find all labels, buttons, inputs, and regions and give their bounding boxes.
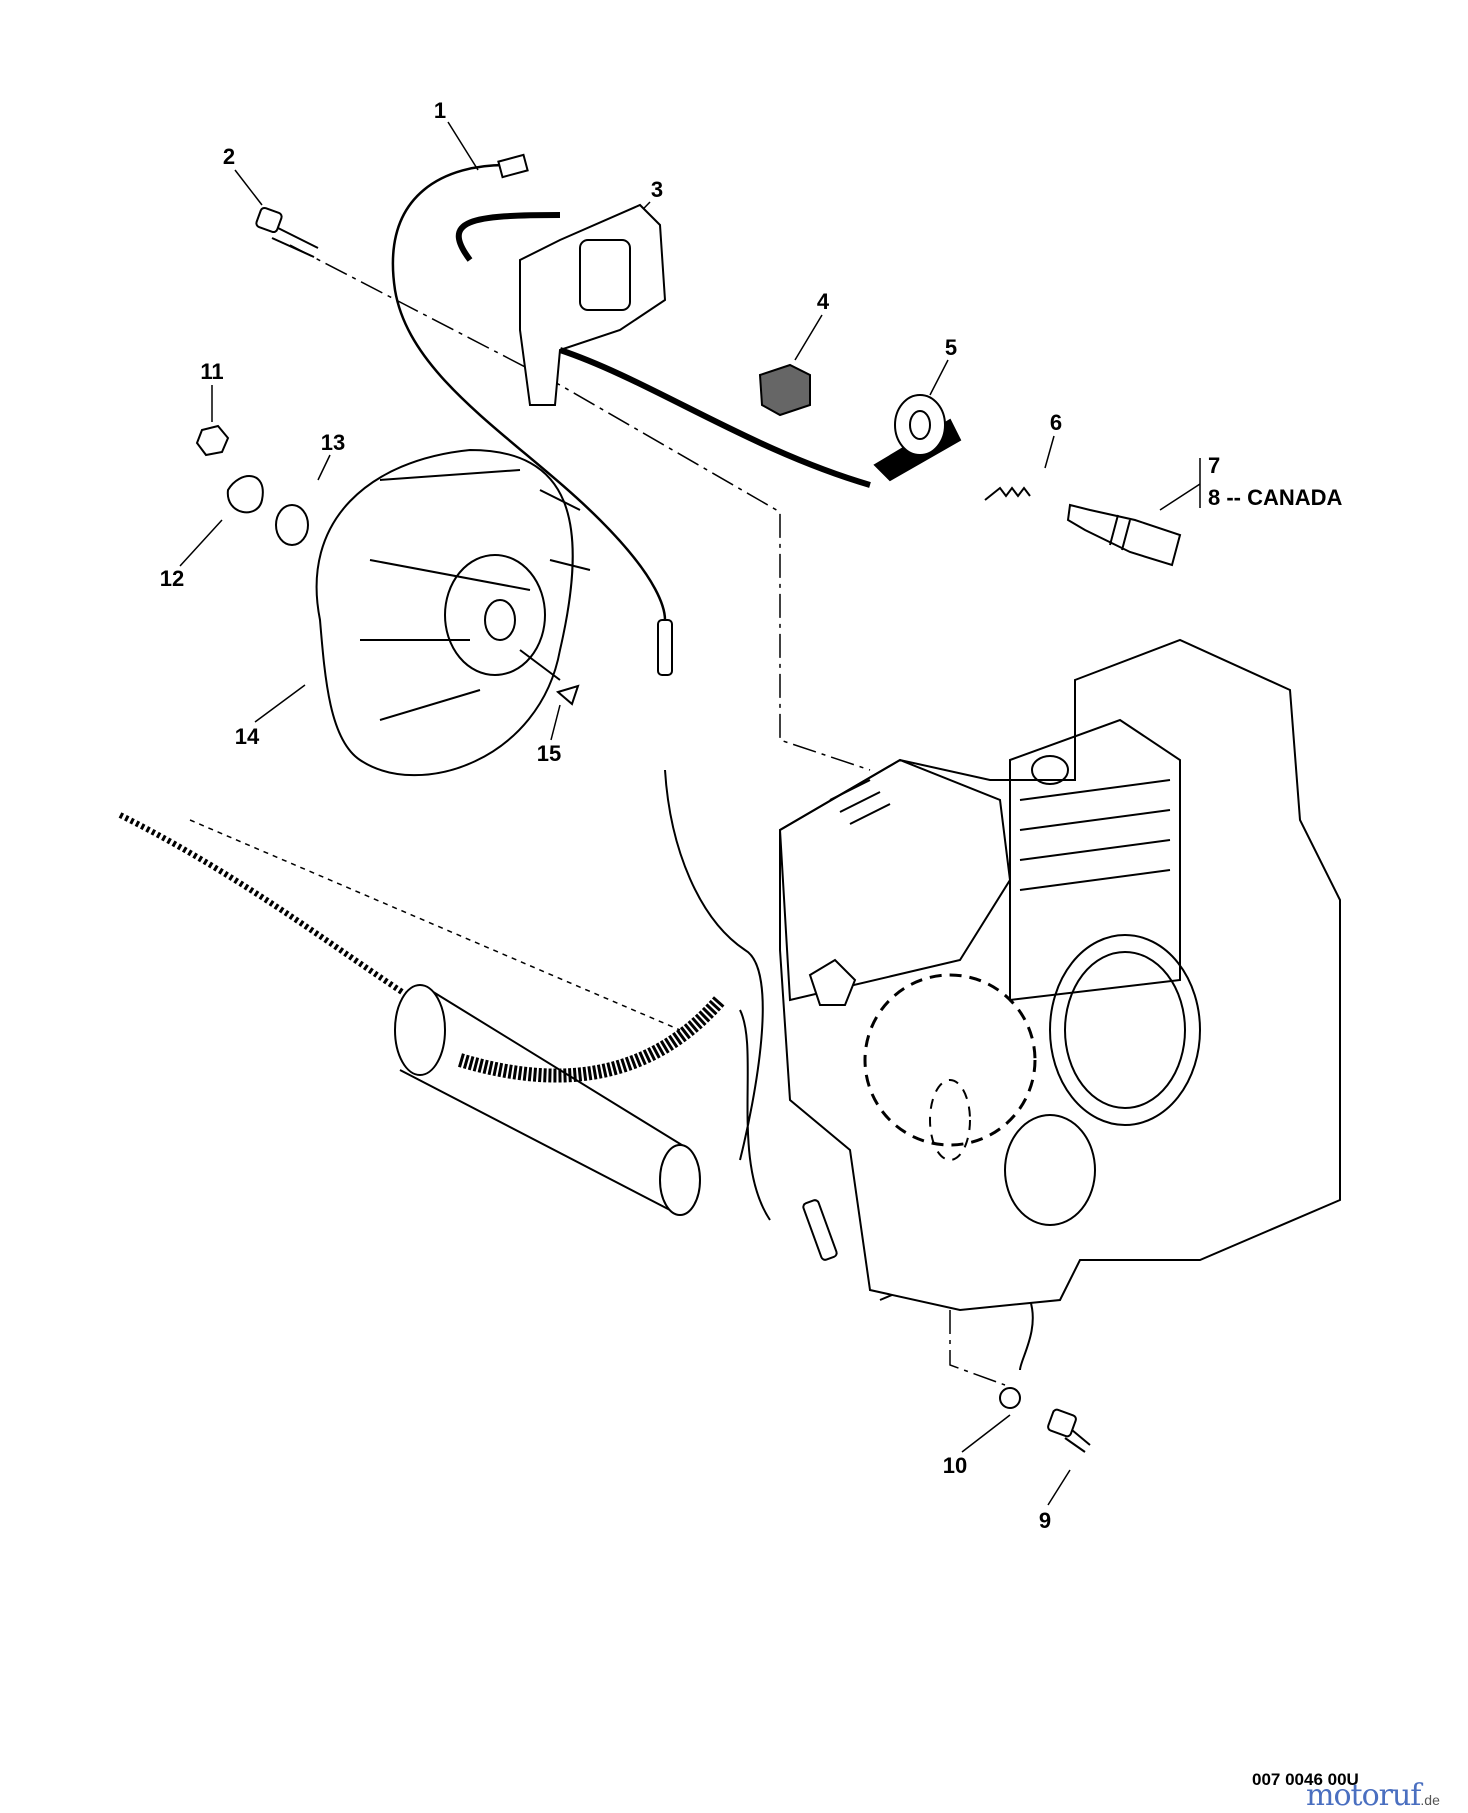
callout-7: 7 [1208,453,1221,478]
engine-assembly [778,638,1341,1312]
callout-9: 9 [1038,1508,1052,1533]
callout-8-canada: 8 -- CANADA [1208,485,1343,510]
watermark-suffix: .de [1420,1792,1440,1808]
drive-shaft-tube [118,812,726,1216]
callout-1: 1 [433,98,447,123]
watermark-name: motoruf [1306,1778,1421,1813]
callout-6: 6 [1049,410,1063,435]
bolt-part-2 [255,206,319,258]
ring-terminal-part-10 [999,1387,1021,1409]
callout-11: 11 [200,359,224,384]
callout-10: 10 [942,1453,968,1478]
callout-12: 12 [159,566,185,591]
callout-5: 5 [944,335,958,360]
leader-lines [179,121,1201,1506]
washer-part-12 [226,475,264,514]
callout-13: 13 [320,430,346,455]
alignment-lines [189,244,1006,1386]
ignition-module-part-3 [455,203,871,488]
callout-3: 3 [650,177,664,202]
spark-plug-part-7 [1066,503,1182,567]
key-part-15 [555,684,580,706]
washer-part-13 [275,504,309,546]
nut-part-11 [195,424,230,457]
grommet-part-4 [758,363,811,417]
watermark-logo: motoruf.de [1306,1778,1440,1813]
spark-plug-boot-part-5 [873,394,962,482]
ignition-wire-part-1 [391,163,667,621]
callout-14: 14 [234,724,260,749]
callout-15: 15 [536,741,562,766]
flywheel-part-14 [315,448,591,777]
screw-part-9 [1047,1408,1091,1453]
spring-part-6 [984,486,1031,501]
callout-2: 2 [222,144,236,169]
callout-4: 4 [816,289,830,314]
drawing-code: 007 0046 00U [1252,1770,1359,1789]
